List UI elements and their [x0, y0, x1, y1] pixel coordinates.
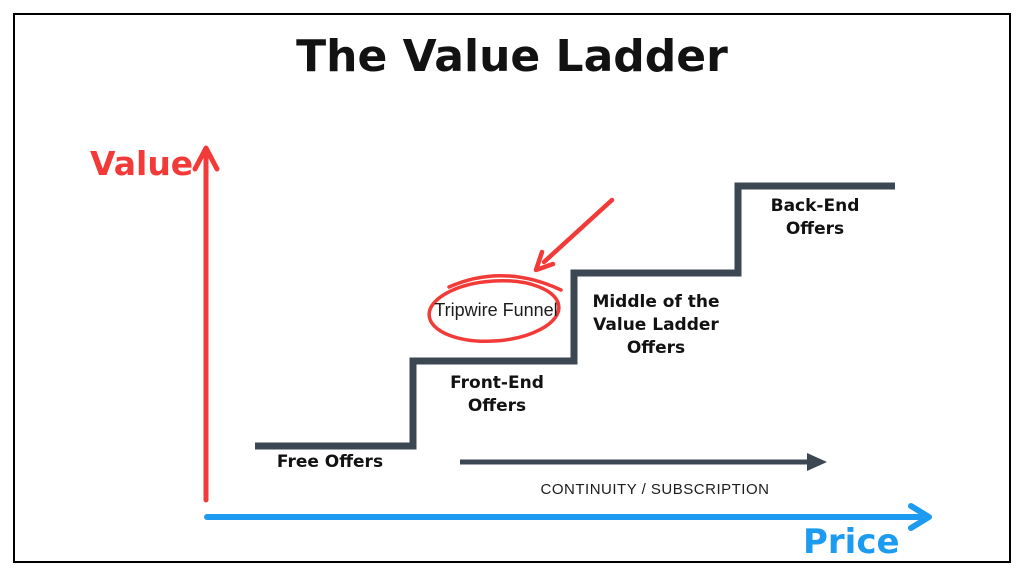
- diagram-title: The Value Ladder: [296, 31, 728, 82]
- price-axis-label: Price: [803, 522, 900, 562]
- arrowhead-right-icon: [908, 503, 932, 531]
- step-label-back-end-offers: Back-End Offers: [770, 196, 860, 239]
- step-label-middle-offers: Middle of the Value Ladder Offers: [592, 292, 720, 358]
- tripwire-circle-annotation: [427, 273, 563, 344]
- value-axis-arrow: [192, 145, 220, 503]
- continuity-subscription-label: CONTINUITY / SUBSCRIPTION: [540, 481, 770, 498]
- value-axis-label: Value: [90, 144, 194, 183]
- step-label-free-offers: Free Offers: [276, 452, 384, 472]
- value-ladder-steps-line: [255, 182, 895, 450]
- arrowhead-up-icon: [192, 145, 220, 172]
- continuity-arrow: [460, 453, 827, 471]
- arrowhead-down-left-icon: [533, 249, 556, 273]
- tripwire-pointer-arrow: [533, 197, 615, 273]
- price-axis-arrow: [204, 503, 932, 531]
- step-label-front-end-offers: Front-End Offers: [450, 373, 544, 416]
- arrowhead-right-icon: [807, 453, 827, 471]
- tripwire-funnel-label: Tripwire Funnel: [434, 300, 558, 320]
